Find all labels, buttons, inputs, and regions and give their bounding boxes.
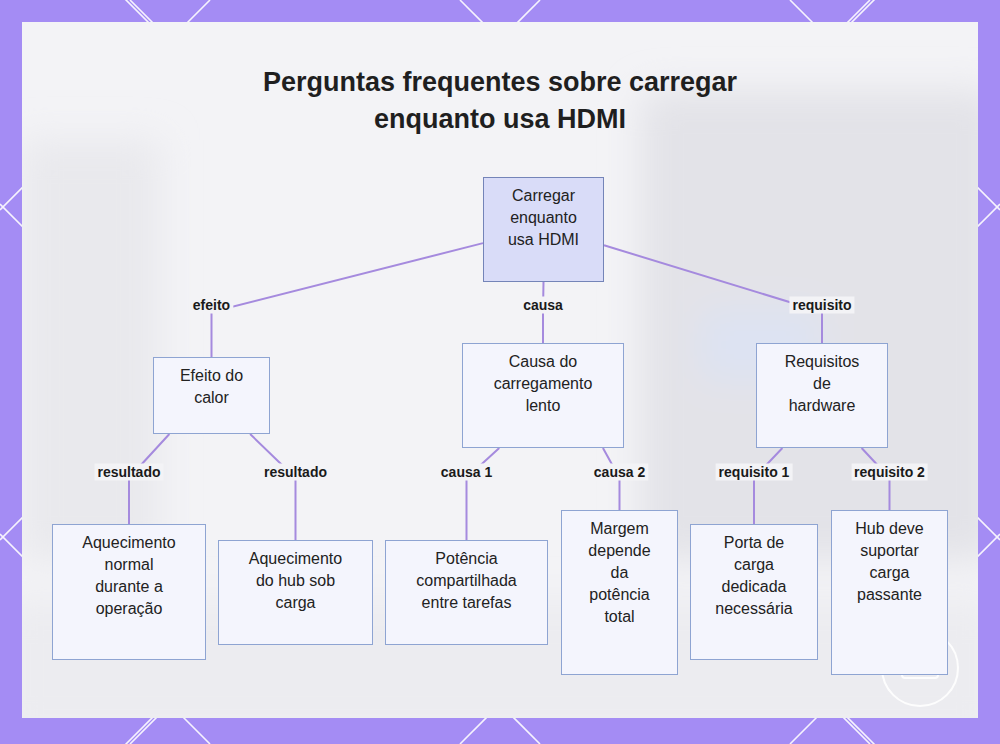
node-text: Potência compartilhada entre tarefas — [410, 548, 523, 614]
node-text: Efeito do calor — [168, 365, 255, 409]
node-text: Margem depende da potência total — [584, 518, 655, 628]
topic-box: Causa do carregamento lento — [462, 343, 624, 448]
edge-label: requisito — [789, 297, 854, 314]
edge-label: resultado — [261, 464, 330, 481]
edge-label: causa 1 — [438, 464, 495, 481]
edge-label: efeito — [190, 297, 233, 314]
node-text: Porta de carga dedicada necessária — [711, 532, 797, 620]
node-text: Aquecimento normal durante a operação — [81, 532, 177, 620]
connector-line — [212, 243, 484, 357]
topic-box: Aquecimento do hub sob carga — [218, 540, 373, 645]
root-box: Carregar enquanto usa HDMI — [483, 177, 604, 282]
edge-label: causa 2 — [591, 464, 648, 481]
connector-line — [604, 245, 822, 343]
edge-label: causa — [520, 297, 566, 314]
connector-line — [250, 434, 295, 540]
topic-box: Requisitos de hardware — [756, 343, 888, 448]
edge-label: requisito 1 — [716, 464, 793, 481]
blurred-photo — [22, 90, 978, 718]
node-text: Hub deve suportar carga passante — [852, 518, 927, 606]
node-text: Requisitos de hardware — [781, 351, 863, 417]
connector-line — [754, 448, 782, 524]
topic-box: Hub deve suportar carga passante — [831, 510, 948, 675]
diagram-title: Perguntas frequentes sobre carregar enqu… — [210, 64, 790, 138]
node-text: Carregar enquanto usa HDMI — [500, 185, 587, 251]
edge-label: resultado — [94, 464, 163, 481]
edge-label: requisito 2 — [851, 464, 928, 481]
topic-box: Potência compartilhada entre tarefas — [385, 540, 548, 645]
topic-box: Porta de carga dedicada necessária — [690, 524, 818, 660]
topic-box: Margem depende da potência total — [561, 510, 678, 675]
topic-box: Efeito do calor — [153, 357, 270, 434]
connector-line — [467, 448, 500, 540]
topic-box: Aquecimento normal durante a operação — [52, 524, 206, 660]
node-text: Aquecimento do hub sob carga — [246, 548, 345, 614]
node-text: Causa do carregamento lento — [477, 351, 609, 417]
